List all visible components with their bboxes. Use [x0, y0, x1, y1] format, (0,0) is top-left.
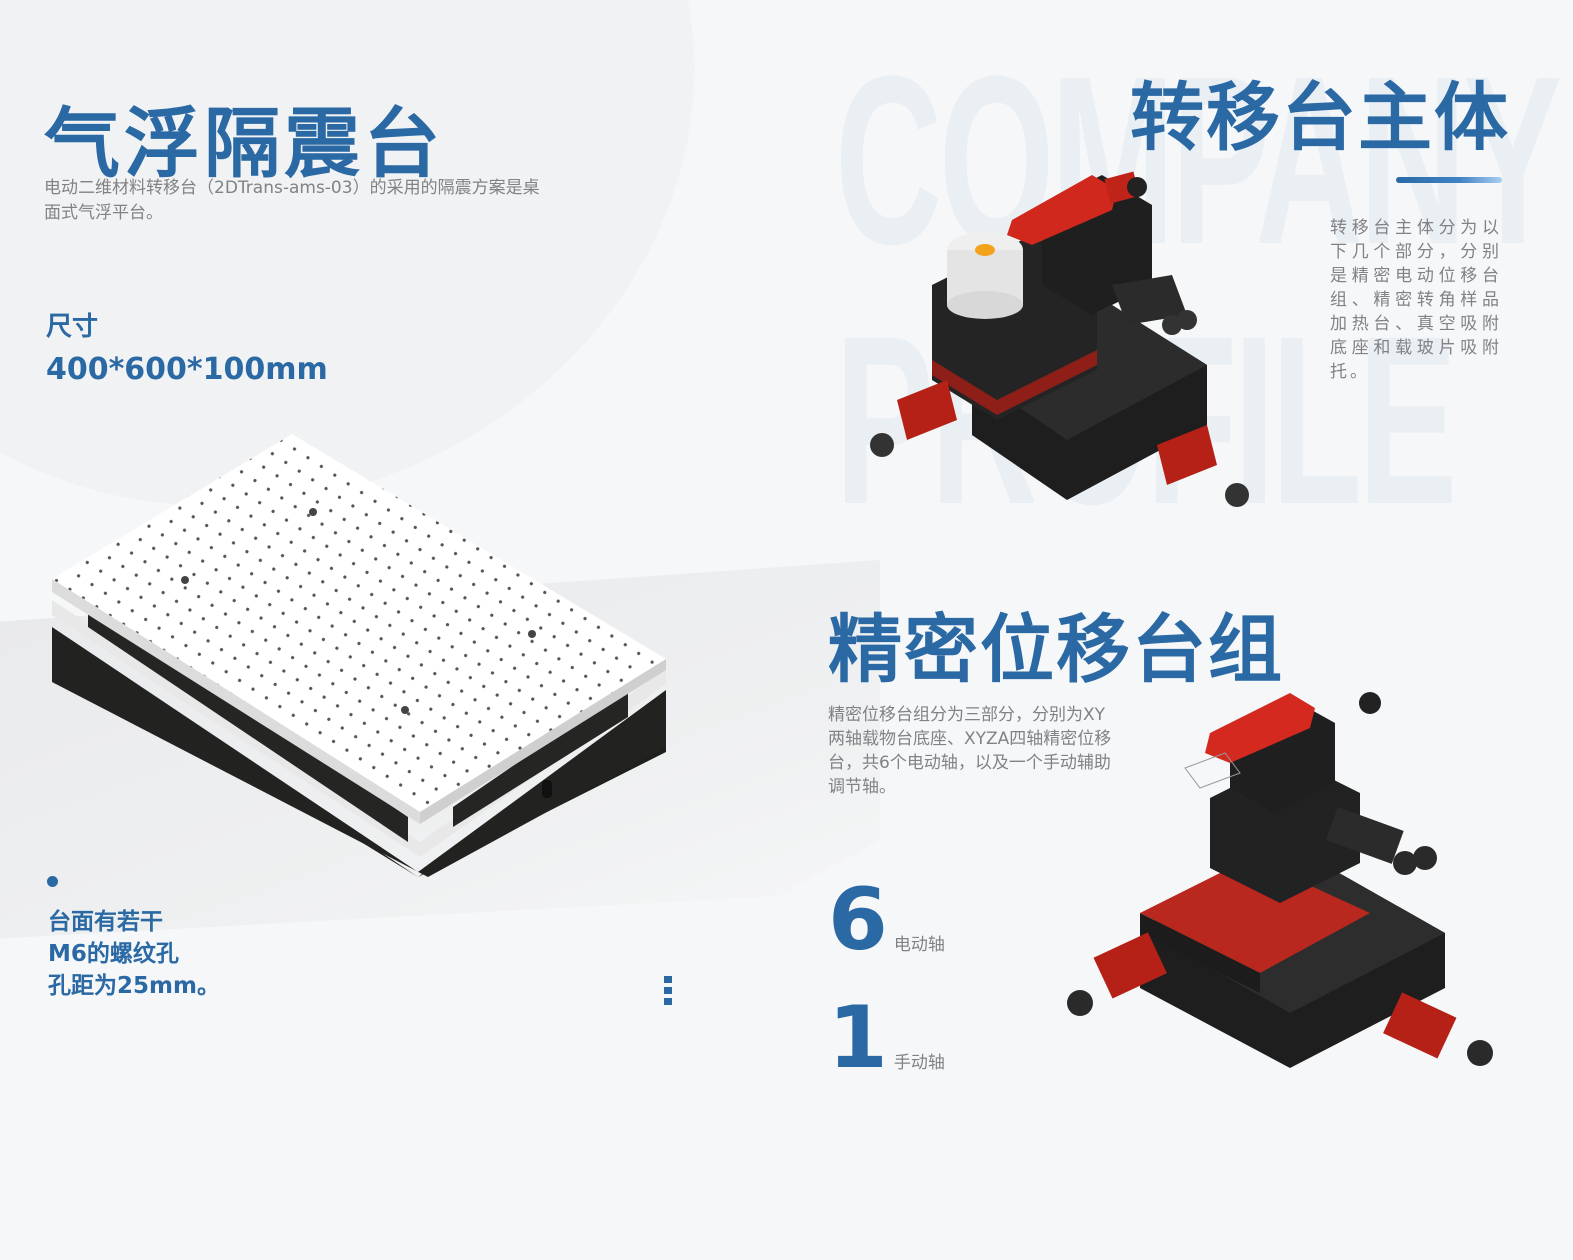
accent-divider	[1396, 177, 1502, 183]
threaded-hole-note: 台面有若干 M6的螺纹孔 孔距为25mm。	[48, 906, 220, 1002]
stat-value: 1	[828, 988, 888, 1088]
precision-stage-group-title: 精密位移台组	[828, 607, 1284, 693]
air-table-title: 气浮隔震台	[44, 99, 444, 188]
air-table-image	[52, 434, 666, 877]
vertical-dots-menu-icon[interactable]	[664, 976, 672, 1009]
transfer-stage-image	[870, 171, 1249, 507]
size-value: 400*600*100mm	[46, 352, 328, 387]
note-line: M6的螺纹孔	[48, 941, 179, 967]
motorized-axis-stat: 6 电动轴	[828, 870, 945, 970]
stat-label: 手动轴	[893, 1053, 945, 1074]
bullet-dot	[47, 876, 58, 887]
note-line: 台面有若干	[48, 909, 163, 935]
stat-label: 电动轴	[893, 935, 945, 956]
precision-stage-image	[1067, 692, 1493, 1068]
stat-value: 6	[828, 870, 888, 970]
note-line: 孔距为25mm。	[48, 973, 220, 999]
precision-stage-group-description: 精密位移台组分为三部分，分别为XY两轴载物台底座、XYZA四轴精密位移台，共6个…	[828, 705, 1112, 797]
transfer-stage-body-title: 转移台主体	[1130, 75, 1510, 161]
manual-axis-stat: 1 手动轴	[828, 988, 945, 1088]
air-table-description: 电动二维材料转移台（2DTrans-ams-03）的采用的隔震方案是桌面式气浮平…	[44, 178, 540, 223]
size-label: 尺寸	[46, 312, 99, 342]
transfer-stage-body-description: 转移台主体分为以下几个部分，分别是精密电动位移台组、精密转角样品加热台、真空吸附…	[1330, 218, 1502, 382]
